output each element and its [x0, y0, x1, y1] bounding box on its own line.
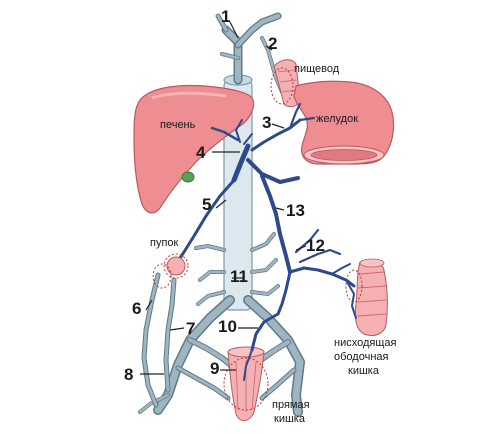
label-descending-colon-line1: нисходящая — [334, 337, 397, 349]
organ-labels: пищевод желудок печень пупок нисходящая … — [150, 63, 397, 425]
liver — [133, 84, 255, 214]
lumbar-veins — [194, 232, 280, 306]
label-number-13: 13 — [286, 201, 305, 220]
label-number-3: 3 — [262, 113, 271, 132]
left-gastric-vein — [250, 102, 316, 152]
esophagus — [270, 59, 301, 108]
stomach — [293, 80, 395, 165]
epigastric-veins — [141, 272, 177, 408]
label-liver: печень — [160, 119, 196, 131]
label-navel: пупок — [150, 237, 179, 249]
label-descending-colon-line3: кишка — [348, 365, 380, 377]
superior-veins-top — [215, 12, 282, 85]
label-number-5: 5 — [202, 195, 211, 214]
label-rectum-line2: кишка — [274, 413, 306, 425]
gallbladder — [181, 171, 195, 183]
label-number-12: 12 — [306, 236, 325, 255]
navel — [152, 253, 189, 289]
label-number-4: 4 — [196, 143, 206, 162]
portal-vein — [210, 119, 253, 183]
number-labels: 1 2 3 4 5 6 7 8 9 10 11 12 13 — [124, 7, 325, 384]
label-descending-colon-line2: ободочная — [334, 351, 389, 363]
splenic-vein — [246, 158, 300, 184]
label-number-2: 2 — [268, 34, 277, 53]
descending-colon — [345, 258, 388, 337]
rectum — [223, 346, 269, 421]
label-number-10: 10 — [218, 317, 237, 336]
label-number-1: 1 — [221, 7, 230, 26]
leader-lines — [140, 21, 307, 375]
label-esophagus: пищевод — [294, 63, 340, 75]
superior-rectal-vein — [243, 312, 280, 381]
label-number-7: 7 — [186, 319, 195, 338]
label-number-6: 6 — [132, 299, 141, 318]
inferior-mesenteric-vein — [260, 174, 357, 319]
paraumbilical-vein — [174, 176, 238, 266]
label-number-8: 8 — [124, 365, 133, 384]
label-number-9: 9 — [210, 359, 219, 378]
label-stomach: желудок — [316, 113, 358, 125]
label-number-11: 11 — [230, 267, 248, 286]
label-rectum-line1: прямая — [272, 399, 310, 411]
